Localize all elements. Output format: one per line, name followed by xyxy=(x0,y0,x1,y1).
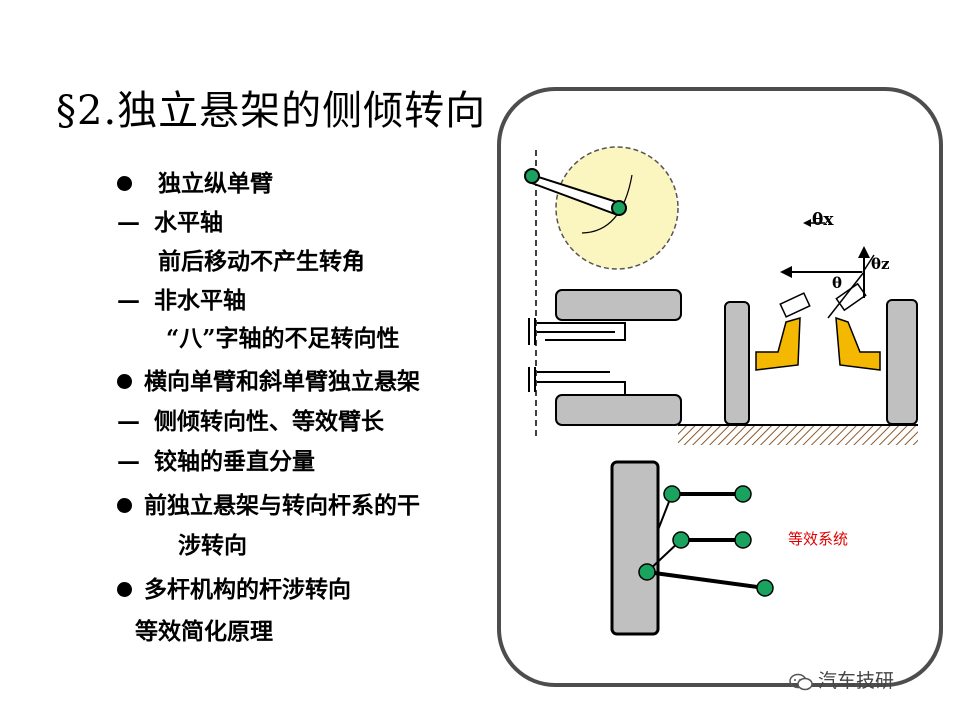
bullet-text: 等效简化原理 xyxy=(135,618,273,645)
bullet-item: 横向单臂和斜单臂独立悬架 xyxy=(117,370,420,393)
tyre-top-view xyxy=(555,289,682,321)
hinge-axis xyxy=(827,271,865,319)
bullet-text: 侧倾转向性、等效臂长 xyxy=(154,408,384,435)
pivot-block xyxy=(835,282,867,312)
bullet-item: 前后移动不产生转角 xyxy=(158,250,365,273)
link-node xyxy=(663,485,681,503)
dash-icon: — xyxy=(117,448,140,475)
bullet-item: 前独立悬架与转向杆系的干 xyxy=(117,494,420,517)
yellow-arm-left xyxy=(755,316,801,371)
bullet-item: 多杆机构的杆涉转向 xyxy=(117,578,351,601)
equivalent-system-label: 等效系统 xyxy=(788,530,849,548)
wheel-arc xyxy=(581,174,633,234)
ground-hatch xyxy=(678,425,918,445)
bullet-item: 涉转向 xyxy=(178,534,247,557)
link-node xyxy=(734,531,752,549)
bullet-item: 等效简化原理 xyxy=(135,620,273,643)
bullet-text: 非水平轴 xyxy=(154,287,246,314)
pivot-node xyxy=(524,168,540,184)
page-title: §2.独立悬架的侧倾转向 xyxy=(56,88,487,134)
bullet-item: — 侧倾转向性、等效臂长 xyxy=(117,410,384,433)
bullet-text: “八”字轴的不足转向性 xyxy=(166,325,400,352)
bullet-dot-icon xyxy=(117,497,132,513)
theta-z-label: θz xyxy=(871,255,890,273)
figure-panel xyxy=(497,87,943,687)
bullet-item: — 铰轴的垂直分量 xyxy=(117,450,315,473)
link-node xyxy=(638,563,656,581)
bullet-text: 横向单臂和斜单臂独立悬架 xyxy=(144,368,420,395)
theta-x-label: θx xyxy=(812,210,834,230)
wheel-rear-view xyxy=(886,299,918,425)
bullet-text: 多杆机构的杆涉转向 xyxy=(144,576,351,603)
bullet-text: 独立纵单臂 xyxy=(158,170,273,197)
link-node xyxy=(734,485,752,503)
equivalent-wheel xyxy=(610,460,660,636)
link-node xyxy=(756,579,774,597)
watermark: 汽车技研 xyxy=(788,666,894,693)
bullet-text: 铰轴的垂直分量 xyxy=(154,448,315,475)
link-node xyxy=(672,531,690,549)
link-bar xyxy=(646,570,766,590)
bullet-text: 前独立悬架与转向杆系的干 xyxy=(144,492,420,519)
bullet-item: — 非水平轴 xyxy=(117,289,246,312)
bullet-text: 涉转向 xyxy=(178,532,247,559)
pivot-node xyxy=(611,200,627,216)
yellow-arm-right xyxy=(835,316,881,371)
arm-top-view xyxy=(537,371,626,395)
wechat-icon xyxy=(789,673,813,690)
bullet-item: “八”字轴的不足转向性 xyxy=(166,327,399,350)
bullet-dot-icon xyxy=(117,581,132,597)
bullet-text: 前后移动不产生转角 xyxy=(158,248,365,275)
bullet-text: 水平轴 xyxy=(154,209,223,236)
bullet-item: 独立纵单臂 xyxy=(117,172,273,195)
bullet-item: — 水平轴 xyxy=(117,211,223,234)
tyre-top-view xyxy=(555,394,682,426)
bullet-dot-icon xyxy=(117,175,132,191)
arm-top-view xyxy=(537,322,626,341)
wheel-rear-view xyxy=(724,301,750,425)
dash-icon: — xyxy=(117,408,140,435)
dash-icon: — xyxy=(117,209,140,236)
pivot-block xyxy=(779,292,811,318)
dash-icon: — xyxy=(117,287,140,314)
watermark-text: 汽车技研 xyxy=(818,670,895,692)
bullet-dot-icon xyxy=(117,373,132,389)
theta-label: θ xyxy=(832,274,842,292)
